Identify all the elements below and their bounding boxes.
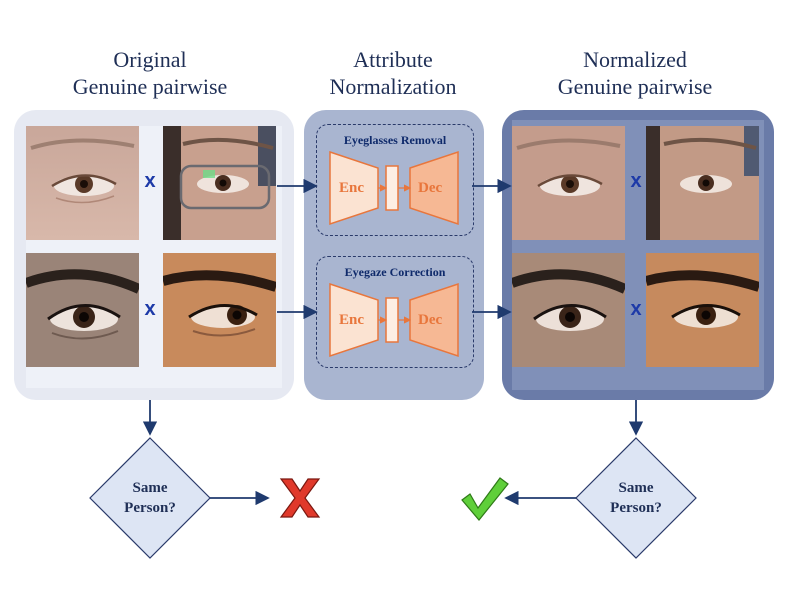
eye-photo-original-2b: [163, 253, 276, 367]
title-line: Original: [113, 47, 187, 72]
title-line: Genuine pairwise: [557, 74, 713, 99]
cross-icon: [279, 478, 321, 518]
latent-shape: [385, 165, 399, 211]
pair-separator-x: x: [630, 298, 642, 320]
eye-photo-normalized-1b: [646, 126, 759, 240]
decoder-label: Dec: [418, 312, 443, 328]
title-line: Normalized: [583, 47, 687, 72]
check-icon: [461, 477, 509, 521]
eye-photo-original-2a: [26, 253, 139, 367]
eye-photo-original-1a: [26, 126, 139, 240]
decision-diamond: [89, 437, 211, 559]
encoder-label: Enc: [339, 312, 365, 328]
title-line: Normalization: [329, 74, 457, 99]
decoder-shape: [409, 282, 459, 358]
decision-line: Same: [132, 480, 168, 496]
decision-label-left: Same Person?: [105, 478, 195, 518]
encoder-label: Enc: [339, 180, 365, 196]
eye-photo-normalized-2b: [646, 253, 759, 367]
decoder-shape: [409, 150, 459, 226]
block-title: Eyeglasses Removal: [343, 133, 447, 147]
original-genuine-pairwise-title: Original Genuine pairwise: [40, 46, 260, 100]
decoder-label: Dec: [418, 180, 443, 196]
block-title: Eyegaze Correction: [344, 265, 446, 279]
eye-photo-normalized-2a: [512, 253, 625, 367]
attribute-normalization-title: Attribute Normalization: [283, 46, 503, 100]
encoder-shape: [329, 282, 379, 358]
decision-diamond: [575, 437, 697, 559]
encoder-shape: [329, 150, 379, 226]
pair-separator-x: x: [144, 170, 156, 192]
eye-photo-normalized-1a: [512, 126, 625, 240]
pair-separator-x: x: [144, 298, 156, 320]
pair-separator-x: x: [630, 170, 642, 192]
title-line: Attribute: [353, 47, 433, 72]
decision-label-right: Same Person?: [591, 478, 681, 518]
decision-line: Same: [618, 480, 654, 496]
title-line: Genuine pairwise: [72, 74, 228, 99]
normalized-genuine-pairwise-title: Normalized Genuine pairwise: [525, 46, 745, 100]
decision-line: Person?: [124, 500, 176, 516]
latent-shape: [385, 297, 399, 343]
decision-line: Person?: [610, 500, 662, 516]
eye-photo-original-1b: [163, 126, 276, 240]
